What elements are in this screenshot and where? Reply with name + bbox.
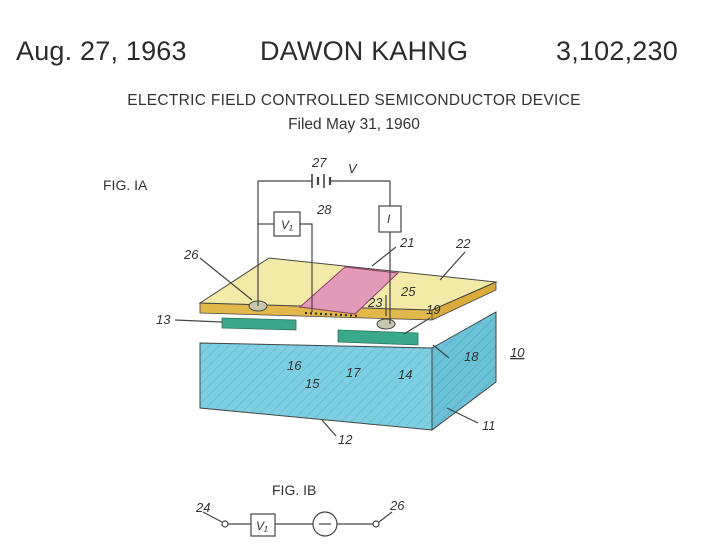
inventor-name: DAWON KAHNG xyxy=(260,36,469,66)
ref-15: 15 xyxy=(305,376,320,391)
ref-v: V xyxy=(348,161,358,176)
source-region xyxy=(221,317,297,331)
ref-11: 11 xyxy=(482,418,496,433)
patent-number: 3,102,230 xyxy=(556,36,678,66)
ref-19: 19 xyxy=(426,302,440,317)
fig1b-ref-26: 26 xyxy=(389,498,405,513)
ref-17: 17 xyxy=(346,365,361,380)
fig1b-ref-24: 24 xyxy=(195,500,210,515)
ref-22: 22 xyxy=(455,236,471,251)
ref-13: 13 xyxy=(156,312,171,327)
ref-27: 27 xyxy=(311,155,327,170)
ref-i-meter: I xyxy=(387,212,391,226)
ref-16: 16 xyxy=(287,358,302,373)
fig-1a-drawing: 27 V 28 V₁ I 21 22 26 25 23 19 13 10 16 … xyxy=(156,155,525,447)
gate-electrode xyxy=(298,266,400,315)
ref-12: 12 xyxy=(338,432,353,447)
ref-26: 26 xyxy=(183,247,199,262)
ref-25: 25 xyxy=(400,284,416,299)
ref-23: 23 xyxy=(367,295,383,310)
filing-date: Filed May 31, 1960 xyxy=(288,116,420,133)
ref-21: 21 xyxy=(399,235,414,250)
ref-14: 14 xyxy=(398,367,412,382)
fig-1b-label: FIG. IB xyxy=(272,482,317,498)
ref-v1-meter: V₁ xyxy=(281,218,293,232)
drain-contact xyxy=(376,318,396,330)
patent-title: ELECTRIC FIELD CONTROLLED SEMICONDUCTOR … xyxy=(127,92,581,109)
drain-region xyxy=(337,329,419,346)
patent-date: Aug. 27, 1963 xyxy=(16,36,187,66)
ref-18: 18 xyxy=(464,349,479,364)
ref-28: 28 xyxy=(316,202,332,217)
ref-10: 10 xyxy=(510,345,525,360)
fig-1a-label: FIG. IA xyxy=(103,177,148,193)
substrate-side-face xyxy=(431,311,497,431)
fig-1b-drawing: 24 V₁ 26 xyxy=(195,498,405,537)
fig1b-ref-v1: V₁ xyxy=(256,519,268,533)
